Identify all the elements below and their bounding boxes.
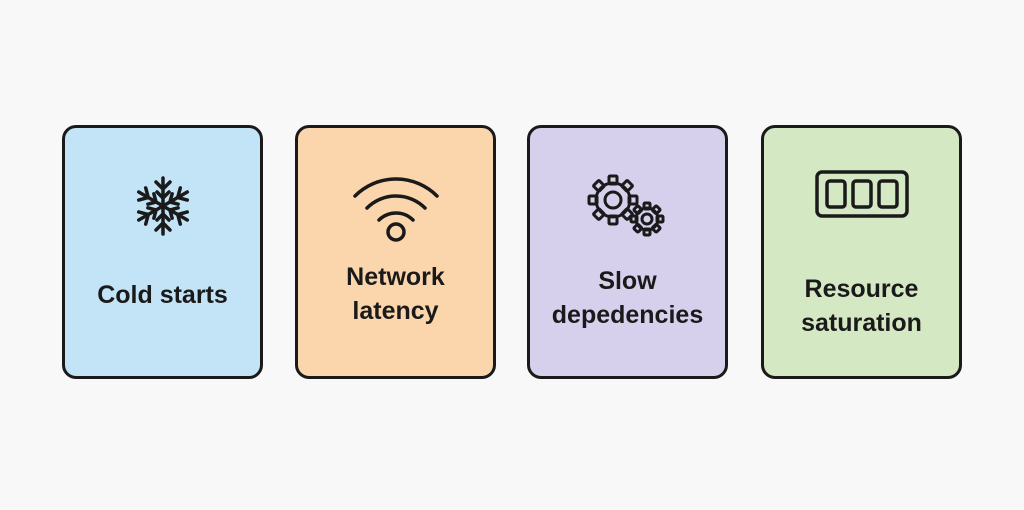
- gears-icon: [573, 170, 683, 242]
- card-label: Slow depedencies: [551, 267, 704, 329]
- card-label: Network latency: [346, 263, 445, 325]
- wifi-icon: [341, 170, 451, 242]
- snowflake-icon: [108, 170, 218, 242]
- battery-icon: [807, 166, 917, 222]
- card-label: Cold starts: [97, 281, 228, 309]
- card-network-latency: Network latency: [295, 125, 496, 379]
- card-resource-saturation: Resource saturation: [761, 125, 962, 379]
- card-label: Resource saturation: [801, 275, 922, 337]
- card-slow-dependencies: Slow depedencies: [527, 125, 728, 379]
- card-cold-starts: Cold starts: [62, 125, 263, 379]
